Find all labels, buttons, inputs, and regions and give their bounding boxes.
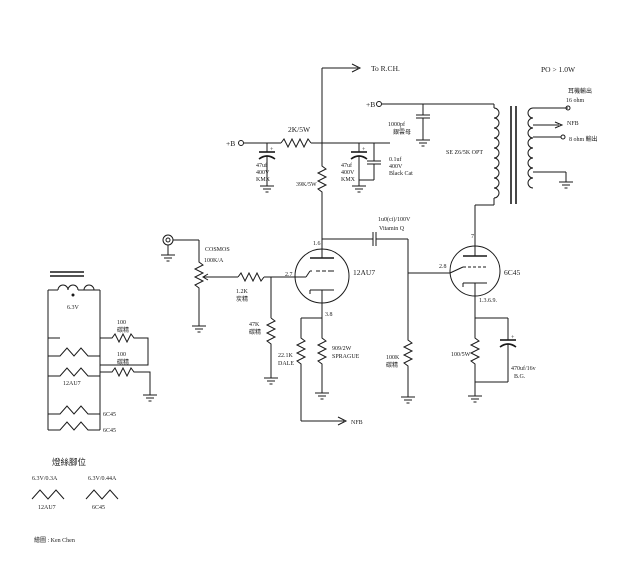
r-221k-label: 22.1K — [278, 353, 294, 359]
r-2k-label: 2K/5W — [288, 125, 311, 134]
heater-12au7-label: 12AU7 — [63, 381, 81, 387]
resistor-39k — [316, 143, 328, 245]
input-stage-section: COSMOS 100K/A 1.2K 炭精 47K 碳精 — [161, 234, 375, 426]
po-label: PO > 1.0W — [541, 65, 576, 74]
r-909-type: SPRAGUE — [332, 354, 360, 360]
heater-pin-legend: 燈絲腳位 6.3V/0.3A 6.3V/0.44A 12AU7 6C45 — [31, 457, 119, 511]
hr-100-b-label: 100 — [117, 352, 126, 358]
r-39k-label: 39K/5W — [296, 182, 317, 188]
v2-label: 6C45 — [504, 268, 521, 277]
legend-12au7-voltage: 6.3V/0.3A — [32, 476, 58, 482]
pin-16: 1.6 — [313, 241, 321, 247]
hp-out-label: 耳機輸出 — [568, 87, 592, 95]
r-12k-label: 1.2K — [236, 289, 249, 295]
svg-text:+: + — [270, 147, 274, 153]
r-221k-type: DALE — [278, 361, 294, 367]
top-supply-section: To R.CH. +B 2K/5W + 47uf 400V KMX + 47uf… — [226, 63, 413, 245]
legend-6c45-voltage: 6.3V/0.44A — [88, 476, 117, 482]
c-470-value: 470uf/16v — [511, 365, 536, 372]
legend-12au7-name: 12AU7 — [38, 505, 56, 511]
resistor-47k — [265, 317, 277, 378]
pin-27: 2.7 — [285, 272, 293, 278]
c-470-type: B.G. — [514, 374, 526, 380]
resistor-909 — [316, 318, 328, 393]
opt-label: SE Z6/5K OPT — [446, 150, 483, 156]
r-47k-label: 47K — [249, 322, 260, 328]
c01-voltage: 400V — [389, 164, 403, 170]
nfb-top-label: NFB — [567, 121, 579, 127]
author-credit: 繪圖 : Ken Chen — [34, 536, 75, 544]
hr-100-b-type: 碳精 — [117, 358, 129, 366]
heater-voltage-label: 6.3V — [67, 305, 80, 311]
r-100k-type: 碳精 — [386, 361, 398, 369]
hr-100-a-label: 100 — [117, 320, 126, 326]
b-plus-left-label: +B — [226, 139, 235, 148]
heater-resistor-b — [100, 366, 151, 395]
heater-section: 6.3V 100 碳精 100 碳精 12AU7 6C45 6C45 — [47, 271, 157, 434]
r-909-label: 909/2W — [332, 346, 352, 352]
v1-label: 12AU7 — [353, 268, 375, 277]
heater-6c45-a-label: 6C45 — [103, 412, 116, 418]
svg-text:+: + — [511, 335, 515, 341]
hr-100-a-type: 碳精 — [117, 326, 129, 334]
resistor-2k — [280, 137, 312, 149]
resistor-100k — [402, 273, 414, 397]
r-12k-type: 炭精 — [236, 295, 248, 303]
c47-1-type: KMX — [256, 177, 271, 183]
c47-2-type: KMX — [341, 177, 356, 183]
legend-6c45-name: 6C45 — [92, 505, 105, 511]
c-1000pf-value: 1000pf — [388, 121, 405, 128]
c01-type: Black Cat — [389, 171, 413, 177]
r-100-5w-label: 100/5W — [451, 352, 471, 358]
c-coupling-type: Vitamin Q — [379, 226, 405, 232]
resistor-22-1k — [295, 318, 307, 421]
c47-1-value: 47uf — [256, 162, 267, 169]
c-coupling-value: 1u0(ci)/100V — [378, 216, 411, 223]
heater-6c45-b-label: 6C45 — [103, 428, 116, 434]
pin-1369: 1.3.6.9. — [479, 298, 498, 304]
cosmos-label: COSMOS — [205, 247, 230, 253]
nfb-bottom-label: NFB — [351, 420, 363, 426]
pin-28: 2.8 — [439, 264, 447, 270]
c47-2-voltage: 400V — [341, 170, 355, 176]
c47-1-voltage: 400V — [256, 170, 270, 176]
resistor-1-2k — [237, 271, 265, 283]
pot-label: 100K/A — [204, 258, 224, 264]
resistor-100-5w — [469, 318, 481, 396]
to-rch-label: To R.CH. — [371, 64, 400, 73]
pin-38: 3.8 — [325, 312, 333, 318]
legend-title: 燈絲腳位 — [52, 457, 87, 467]
pin-7: 7 — [471, 234, 474, 240]
c47-2-value: 47uf — [341, 162, 352, 169]
r-100k-label: 100K — [386, 355, 400, 361]
svg-text:+: + — [362, 147, 366, 153]
output-stage-section: 1u0(ci)/100V Vitamin Q 100K 碳精 7 2.8 1.3… — [322, 216, 536, 404]
hp-16-label: 16 ohm — [566, 98, 585, 104]
b-plus-right-label: +B — [366, 100, 375, 109]
volume-pot — [193, 240, 205, 326]
output-transformer-section: +B 1000pf 銀雲母 SE Z6/5K OPT NFB — [366, 65, 598, 247]
c-1000pf-type: 銀雲母 — [393, 128, 411, 136]
r-47k-type: 碳精 — [249, 328, 261, 336]
out-8-label: 8 ohm 輸出 — [569, 135, 598, 143]
c01-value: 0.1uf — [389, 156, 402, 163]
